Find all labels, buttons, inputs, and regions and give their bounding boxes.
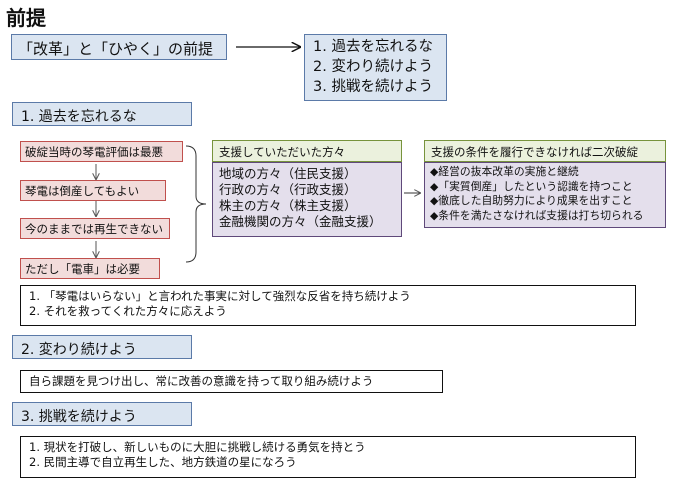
premise-box: 「改革」と「ひやく」の前提	[11, 34, 227, 60]
main-point-2: 2. 変わり続けよう	[313, 59, 433, 75]
lesson-item: 1. 現状を打破し、新しいものに大胆に挑戦し続ける勇気を持とう	[29, 440, 366, 454]
main-points-box: 1. 過去を忘れるな 2. 変わり続けよう 3. 挑戦を続けよう	[304, 34, 447, 101]
main-point-3: 3. 挑戦を続けよう	[313, 79, 433, 95]
conditions-header: 支援の条件を履行できなければ二次破綻	[424, 140, 666, 162]
section2-heading: 2. 変わり続けよう	[12, 335, 192, 359]
condition-item: ◆経営の抜本改革の実施と継続	[430, 165, 579, 178]
supporters-header: 支援していただいた方々	[212, 140, 402, 162]
conditions-box: ◆経営の抜本改革の実施と継続 ◆「実質倒産」したという認識を持つこと ◆徹底した…	[424, 162, 666, 228]
lesson-item: 自ら課題を見つけ出し、常に改善の意識を持って取り組み続けよう	[29, 374, 374, 388]
main-point-1: 1. 過去を忘れるな	[313, 39, 433, 55]
section1-lessons: 1. 「琴電はいらない」と言われた事実に対して強烈な反省を持ち続けよう 2. そ…	[20, 285, 636, 326]
supporter-item: 行政の方々（行政支援）	[219, 182, 357, 197]
flow-step-3: 今のままでは再生できない	[20, 218, 170, 239]
flow-brace	[185, 145, 207, 263]
section2-lessons: 自ら課題を見つけ出し、常に改善の意識を持って取り組み続けよう	[20, 370, 443, 393]
lesson-item: 2. 民間主導で自立再生した、地方鉄道の星になろう	[29, 455, 297, 469]
section1-heading: 1. 過去を忘れるな	[12, 102, 192, 126]
flow-step-2: 琴電は倒産してもよい	[20, 180, 166, 201]
supporter-item: 株主の方々（株主支援）	[219, 198, 357, 213]
lesson-item: 2. それを救ってくれた方々に応えよう	[29, 304, 227, 318]
condition-item: ◆「実質倒産」したという認識を持つこと	[430, 179, 633, 193]
supporter-item: 金融機関の方々（金融支援）	[219, 214, 382, 229]
section3-lessons: 1. 現状を打破し、新しいものに大胆に挑戦し続ける勇気を持とう 2. 民間主導で…	[20, 436, 636, 478]
condition-item: ◆条件を満たさなければ支援は打ち切られる	[430, 208, 644, 222]
supporters-box: 地域の方々（住民支援） 行政の方々（行政支援） 株主の方々（株主支援） 金融機関…	[212, 162, 402, 237]
flow-step-1: 破綻当時の琴電評価は最悪	[20, 141, 183, 162]
lesson-item: 1. 「琴電はいらない」と言われた事実に対して強烈な反省を持ち続けよう	[29, 289, 411, 303]
condition-item: ◆徹底した自助努力により成果を出すこと	[430, 194, 633, 207]
supporter-item: 地域の方々（住民支援）	[219, 166, 357, 181]
section3-heading: 3. 挑戦を続けよう	[12, 402, 192, 426]
flow-step-4: ただし「電車」は必要	[20, 258, 160, 279]
page-title: 前提	[6, 6, 46, 30]
